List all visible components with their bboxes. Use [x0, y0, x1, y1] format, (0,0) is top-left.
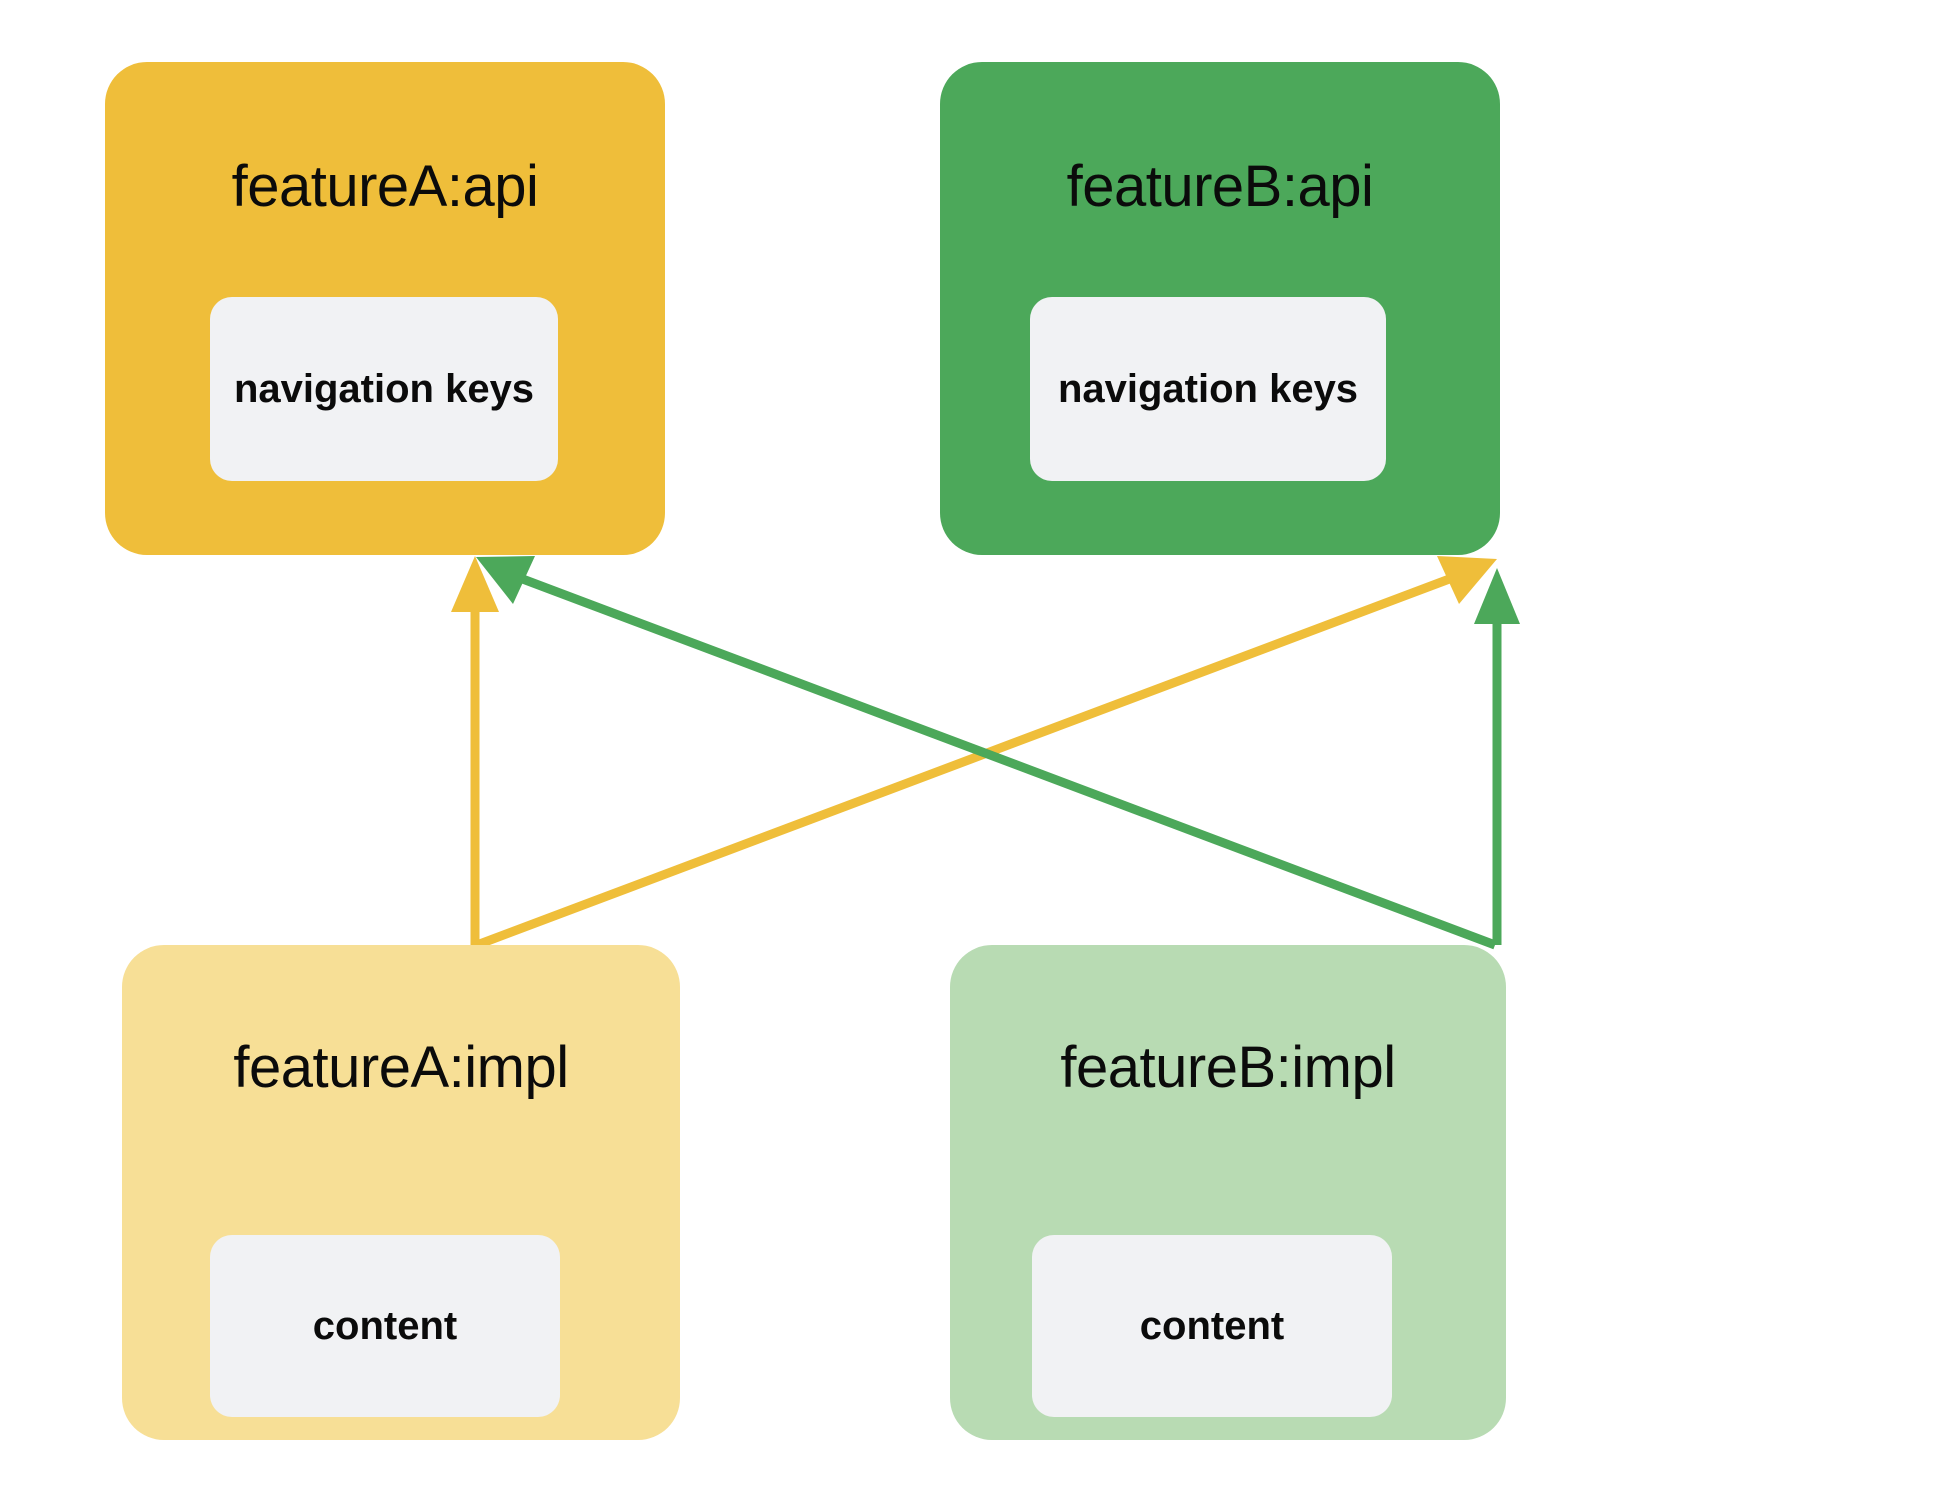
edge-featureA-impl-to-featureA-api	[451, 556, 499, 945]
module-featureB-api[interactable]: featureB:api navigation keys	[940, 62, 1500, 555]
module-title-featureA-api: featureA:api	[231, 154, 539, 219]
inner-box-label: content	[312, 1304, 458, 1348]
module-title-featureA-impl: featureA:impl	[233, 1035, 569, 1100]
module-title-featureB-impl: featureB:impl	[1060, 1035, 1396, 1100]
inner-box-featureB-api-navigation-keys[interactable]: navigation keys	[1030, 297, 1386, 481]
inner-box-label: navigation keys	[1057, 367, 1359, 411]
edge-featureA-impl-to-featureB-api	[475, 556, 1497, 950]
module-featureB-impl[interactable]: featureB:impl content	[950, 945, 1506, 1440]
inner-box-featureB-impl-content[interactable]: content	[1032, 1235, 1392, 1417]
inner-box-featureA-api-navigation-keys[interactable]: navigation keys	[210, 297, 558, 481]
module-featureA-impl[interactable]: featureA:impl content	[122, 945, 680, 1440]
module-featureA-api[interactable]: featureA:api navigation keys	[105, 62, 665, 555]
edge-featureB-impl-to-featureA-api	[476, 556, 1497, 950]
inner-box-featureA-impl-content[interactable]: content	[210, 1235, 560, 1417]
inner-box-label: content	[1139, 1304, 1285, 1348]
edge-featureB-impl-to-featureB-api	[1474, 568, 1520, 945]
inner-box-label: navigation keys	[233, 367, 535, 411]
module-title-featureB-api: featureB:api	[1066, 154, 1374, 219]
